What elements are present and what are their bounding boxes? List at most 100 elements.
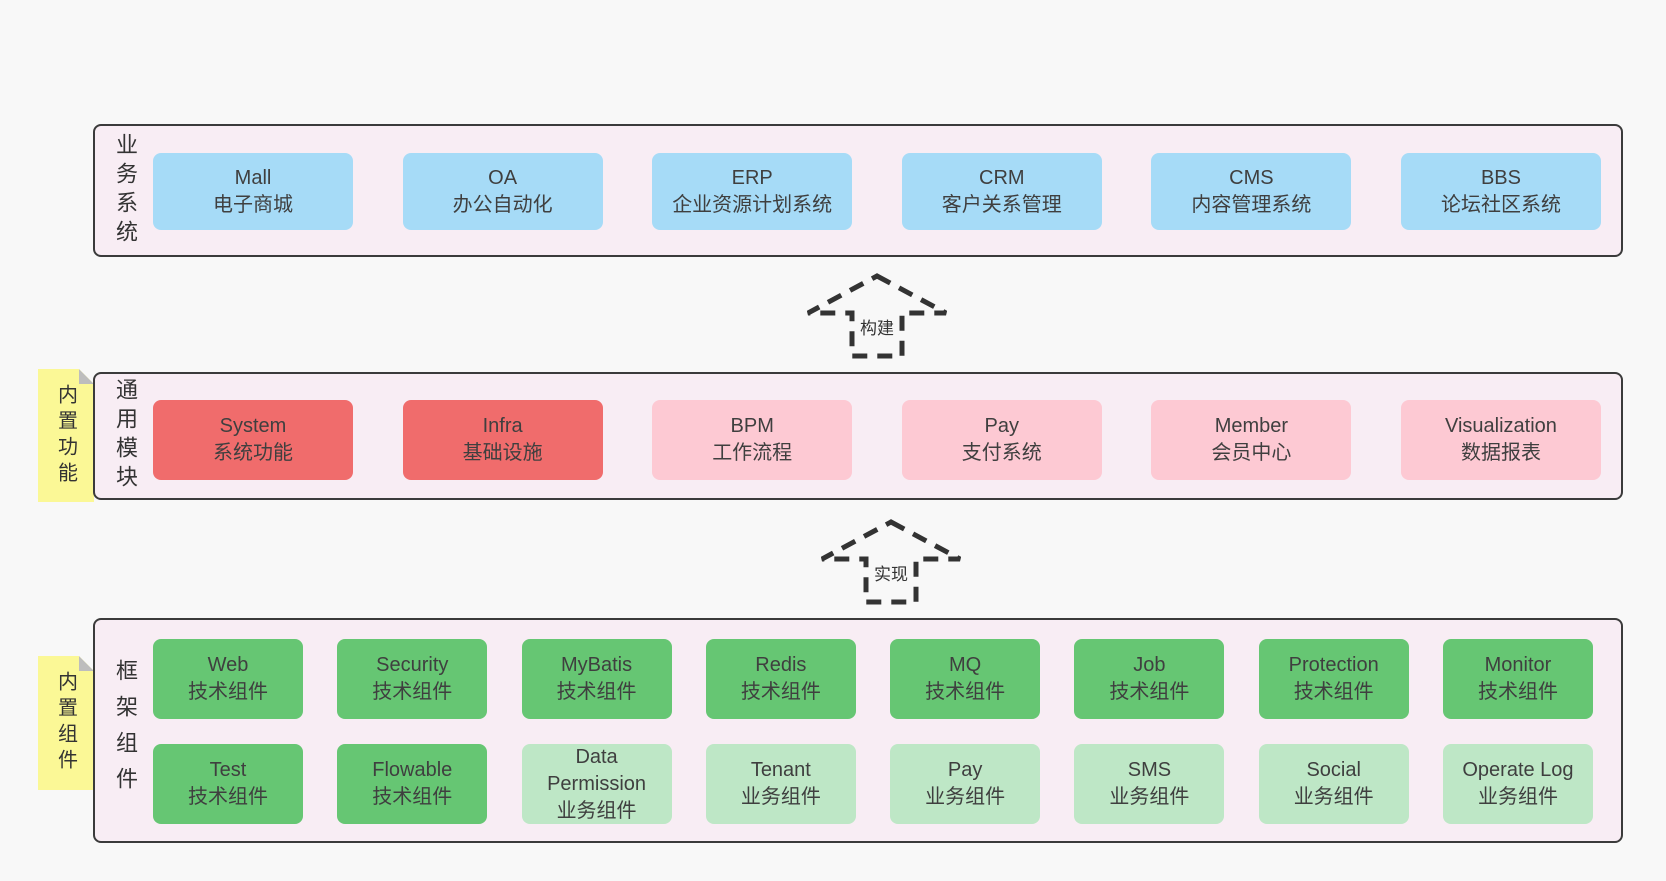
box-title: CRM bbox=[979, 166, 1025, 189]
box-title: Tenant bbox=[750, 759, 811, 781]
folded-corner-icon bbox=[79, 369, 94, 384]
box-subtitle: 技术组件 bbox=[188, 786, 268, 808]
box-bbs: BBS 论坛社区系统 bbox=[1400, 153, 1601, 230]
box-subtitle: 数据报表 bbox=[1460, 442, 1541, 464]
box-subtitle: 技术组件 bbox=[372, 681, 453, 703]
box-erp: ERP 企业资源计划系统 bbox=[652, 153, 853, 230]
box-title: BPM bbox=[730, 415, 774, 437]
box-title: MyBatis bbox=[561, 654, 633, 676]
common-modules-row: System 系统功能 Infra 基础设施 BPM 工作流程 Pay 支付系统… bbox=[153, 400, 1601, 480]
build-arrow-label: 构建 bbox=[856, 313, 898, 340]
implement-arrow-label: 实现 bbox=[870, 559, 912, 586]
business-systems-panel: 业务系统 Mall 电子商城 OA 办公自动化 ERP 企业资源计划系统 CRM… bbox=[93, 124, 1623, 257]
box-redis: Redis 技术组件 bbox=[705, 639, 856, 719]
box-title: CMS bbox=[1229, 166, 1274, 189]
box-subtitle: 业务组件 bbox=[1109, 786, 1190, 808]
box-title: Monitor bbox=[1484, 654, 1552, 676]
box-social: Social 业务组件 bbox=[1258, 744, 1409, 824]
box-subtitle: 论坛社区系统 bbox=[1440, 193, 1561, 216]
box-mall: Mall 电子商城 bbox=[153, 153, 353, 230]
box-title: System bbox=[219, 415, 287, 437]
box-subtitle: 技术组件 bbox=[1477, 681, 1558, 703]
box-pay-module: Pay 支付系统 bbox=[901, 400, 1102, 480]
box-title: Visualization bbox=[1445, 415, 1557, 437]
box-operate-log: Operate Log 业务组件 bbox=[1442, 744, 1593, 824]
box-subtitle: 办公自动化 bbox=[452, 193, 553, 216]
box-title: Redis bbox=[755, 654, 807, 676]
box-protection: Protection 技术组件 bbox=[1258, 639, 1409, 719]
box-title: Pay bbox=[947, 759, 983, 781]
box-subtitle: 技术组件 bbox=[372, 786, 453, 808]
box-title: Test bbox=[209, 759, 247, 781]
box-subtitle: 内容管理系统 bbox=[1191, 193, 1312, 216]
common-modules-panel: 通用模块 System 系统功能 Infra 基础设施 BPM 工作流程 Pay… bbox=[93, 372, 1623, 500]
box-bpm: BPM 工作流程 bbox=[652, 400, 853, 480]
box-title: Web bbox=[207, 654, 249, 676]
box-infra: Infra 基础设施 bbox=[402, 400, 603, 480]
box-title: Security bbox=[376, 654, 449, 676]
box-test: Test 技术组件 bbox=[153, 744, 303, 824]
box-subtitle: 业务组件 bbox=[556, 799, 637, 822]
box-title: Protection bbox=[1288, 654, 1379, 676]
box-tenant: Tenant 业务组件 bbox=[705, 744, 856, 824]
box-title: SMS bbox=[1127, 759, 1172, 781]
box-subtitle: 系统功能 bbox=[213, 442, 293, 464]
box-flowable: Flowable 技术组件 bbox=[337, 744, 488, 824]
box-title: Pay bbox=[984, 415, 1020, 437]
business-systems-row: Mall 电子商城 OA 办公自动化 ERP 企业资源计划系统 CRM 客户关系… bbox=[153, 153, 1601, 230]
box-subtitle: 支付系统 bbox=[961, 442, 1042, 464]
box-system: System 系统功能 bbox=[153, 400, 353, 480]
box-subtitle: 基础设施 bbox=[462, 442, 543, 464]
box-cms: CMS 内容管理系统 bbox=[1151, 153, 1352, 230]
box-monitor: Monitor 技术组件 bbox=[1442, 639, 1593, 719]
box-subtitle: 会员中心 bbox=[1211, 442, 1292, 464]
box-subtitle: 业务组件 bbox=[1293, 786, 1374, 808]
box-subtitle: 业务组件 bbox=[740, 786, 821, 808]
box-subtitle: 技术组件 bbox=[925, 681, 1006, 703]
built-in-features-tab: 内置功能 bbox=[38, 369, 94, 502]
box-title: Flowable bbox=[372, 759, 453, 781]
dashed-up-arrow-icon bbox=[807, 273, 947, 359]
box-subtitle: 技术组件 bbox=[188, 681, 268, 703]
box-title: OA bbox=[488, 166, 518, 189]
build-arrow: 构建 bbox=[807, 273, 947, 359]
implement-arrow: 实现 bbox=[821, 519, 961, 605]
box-title: ERP bbox=[731, 166, 773, 189]
box-title: BBS bbox=[1480, 166, 1521, 189]
box-title: Mall bbox=[234, 166, 272, 189]
box-subtitle: 技术组件 bbox=[740, 681, 821, 703]
box-job: Job 技术组件 bbox=[1074, 639, 1225, 719]
box-security: Security 技术组件 bbox=[337, 639, 488, 719]
box-title: Infra bbox=[482, 415, 523, 437]
box-visualization: Visualization 数据报表 bbox=[1400, 400, 1601, 480]
box-title: Data Permission bbox=[547, 745, 647, 795]
framework-components-panel: 框架组件 Web 技术组件 Security 技术组件 MyBatis 技术组件… bbox=[93, 618, 1623, 843]
dashed-up-arrow-icon bbox=[821, 519, 961, 605]
box-subtitle: 客户关系管理 bbox=[941, 193, 1062, 216]
framework-components-row-1: Web 技术组件 Security 技术组件 MyBatis 技术组件 Redi… bbox=[153, 639, 1593, 719]
box-subtitle: 业务组件 bbox=[1477, 786, 1558, 808]
box-sms: SMS 业务组件 bbox=[1074, 744, 1225, 824]
box-title: Job bbox=[1133, 654, 1166, 676]
built-in-features-label: 内置功能 bbox=[54, 383, 77, 488]
box-oa: OA 办公自动化 bbox=[402, 153, 603, 230]
box-pay-component: Pay 业务组件 bbox=[890, 744, 1041, 824]
box-subtitle: 电子商城 bbox=[213, 193, 293, 216]
box-subtitle: 工作流程 bbox=[712, 442, 793, 464]
box-mq: MQ 技术组件 bbox=[890, 639, 1041, 719]
box-subtitle: 企业资源计划系统 bbox=[672, 193, 833, 216]
built-in-components-tab: 内置组件 bbox=[38, 656, 94, 790]
box-title: Member bbox=[1214, 415, 1289, 437]
box-title: MQ bbox=[949, 654, 982, 676]
framework-components-row-2: Test 技术组件 Flowable 技术组件 Data Permission … bbox=[153, 744, 1593, 824]
box-mybatis: MyBatis 技术组件 bbox=[521, 639, 672, 719]
box-title: Social bbox=[1306, 759, 1361, 781]
box-web: Web 技术组件 bbox=[153, 639, 303, 719]
box-member: Member 会员中心 bbox=[1151, 400, 1352, 480]
folded-corner-icon bbox=[79, 656, 94, 671]
box-subtitle: 技术组件 bbox=[1293, 681, 1374, 703]
business-systems-label: 业务系统 bbox=[113, 132, 138, 249]
box-subtitle: 技术组件 bbox=[556, 681, 637, 703]
common-modules-label: 通用模块 bbox=[113, 378, 138, 494]
